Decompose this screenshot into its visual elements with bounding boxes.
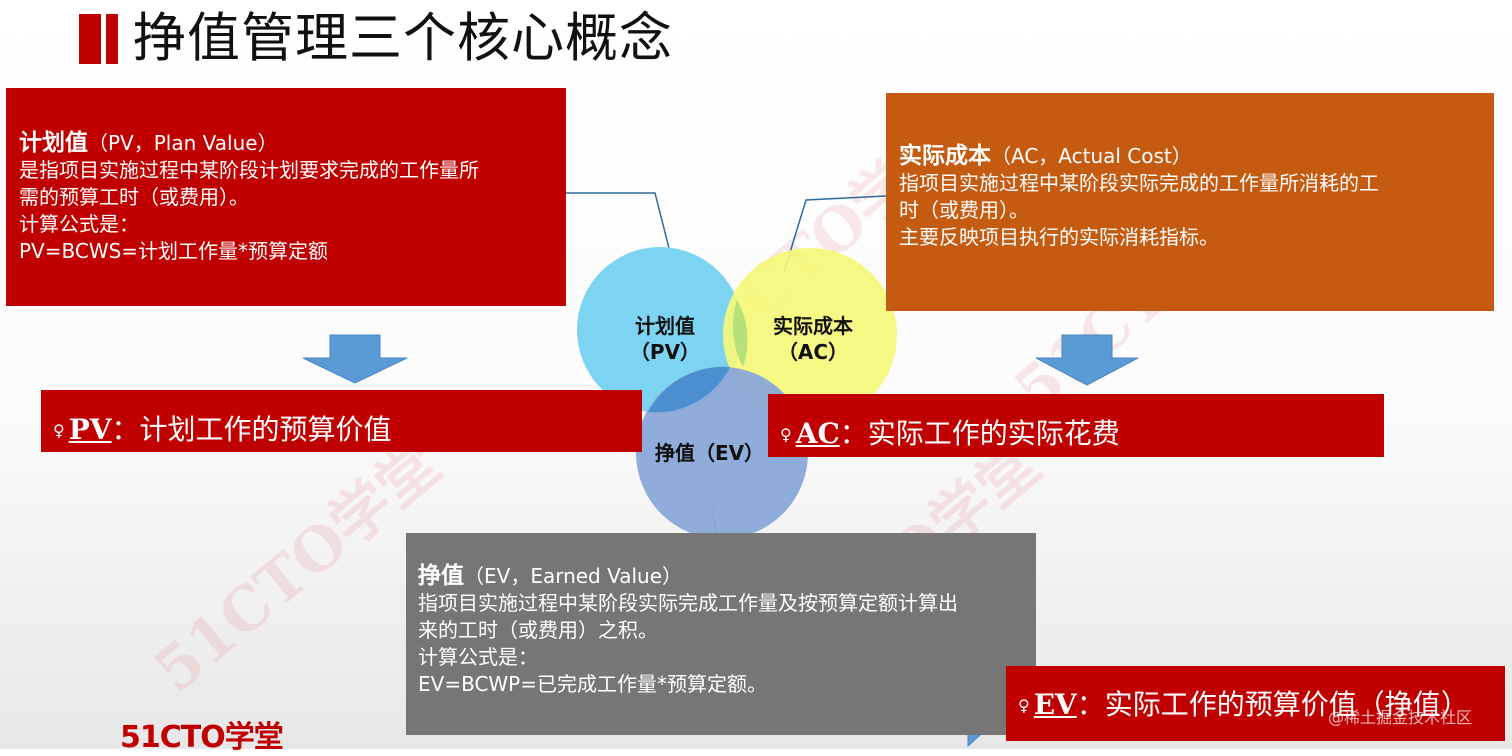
logo: 51CTO学堂 bbox=[120, 720, 284, 755]
ev-banner-key: EV bbox=[1033, 688, 1077, 721]
title-accent-bar bbox=[79, 14, 101, 64]
ac-down-arrow bbox=[1035, 334, 1139, 386]
ev-term-sub: （EV，Earned Value） bbox=[464, 564, 683, 588]
pv-line: 需的预算工时（或费用）。 bbox=[19, 185, 249, 209]
ac-term-sub: （AC，Actual Cost） bbox=[991, 144, 1192, 168]
title-accent-bar bbox=[106, 14, 118, 64]
pv-line: 是指项目实施过程中某阶段计划要求完成的工作量所 bbox=[19, 158, 479, 182]
ac-banner-text: ：实际工作的实际花费 bbox=[839, 417, 1120, 450]
ev-line: EV=BCWP=已完成工作量*预算定额。 bbox=[418, 672, 768, 696]
ev-line: 指项目实施过程中某阶段实际完成工作量及按预算定额计算出 bbox=[418, 591, 958, 615]
pv-banner-key: PV bbox=[68, 413, 112, 446]
pv-term-sub: （PV，Plan Value） bbox=[88, 131, 278, 155]
venn-overlap-pv-ac bbox=[732, 300, 748, 367]
bullet-icon: ♀ bbox=[1018, 696, 1030, 715]
venn-overlap-pv-ev bbox=[648, 366, 730, 413]
ac-term: 实际成本 bbox=[899, 143, 991, 169]
pv-definition-box: 计划值（PV，Plan Value） 是指项目实施过程中某阶段计划要求完成的工作… bbox=[6, 88, 566, 306]
pv-line: 计算公式是： bbox=[19, 212, 139, 236]
venn-circle-ev bbox=[636, 367, 808, 539]
venn-circle-ac bbox=[723, 248, 897, 422]
page-title: 挣值管理三个核心概念 bbox=[133, 8, 673, 69]
bullet-icon: ♀ bbox=[53, 421, 65, 440]
bullet-icon: ♀ bbox=[780, 425, 792, 444]
ac-banner-key: AC bbox=[795, 417, 840, 450]
ac-line: 时（或费用）。 bbox=[899, 198, 1029, 222]
ev-line: 来的工时（或费用）之积。 bbox=[418, 618, 658, 642]
pv-term: 计划值 bbox=[19, 130, 88, 156]
ev-line: 计算公式是： bbox=[418, 645, 538, 669]
ev-banner: ♀EV：实际工作的预算价值（挣值） bbox=[1006, 666, 1505, 741]
pv-banner: ♀PV：计划工作的预算价值 bbox=[41, 390, 642, 452]
pv-down-arrow bbox=[302, 334, 408, 384]
pv-line: PV=BCWS=计划工作量*预算定额 bbox=[19, 239, 329, 263]
ac-banner: ♀AC：实际工作的实际花费 bbox=[768, 394, 1384, 457]
venn-label-pv: 计划值 （PV） bbox=[629, 314, 701, 364]
pv-banner-text: ：计划工作的预算价值 bbox=[111, 413, 392, 446]
ac-connector-line bbox=[783, 195, 887, 273]
ev-term: 挣值 bbox=[418, 563, 464, 589]
ac-line: 指项目实施过程中某阶段实际完成的工作量所消耗的工 bbox=[899, 171, 1379, 195]
credit-watermark: @稀土掘金技术社区 bbox=[1328, 708, 1473, 727]
ev-banner-text: ：实际工作的预算价值（挣值） bbox=[1076, 688, 1469, 721]
venn-label-ev: 挣值（EV） bbox=[655, 441, 765, 465]
pv-connector-line bbox=[566, 192, 676, 273]
ac-definition-box: 实际成本（AC，Actual Cost） 指项目实施过程中某阶段实际完成的工作量… bbox=[886, 93, 1494, 311]
venn-label-ac: 实际成本 （AC） bbox=[773, 314, 853, 364]
ac-line: 主要反映项目执行的实际消耗指标。 bbox=[899, 225, 1219, 249]
ev-definition-box: 挣值（EV，Earned Value） 指项目实施过程中某阶段实际完成工作量及按… bbox=[406, 533, 1036, 735]
